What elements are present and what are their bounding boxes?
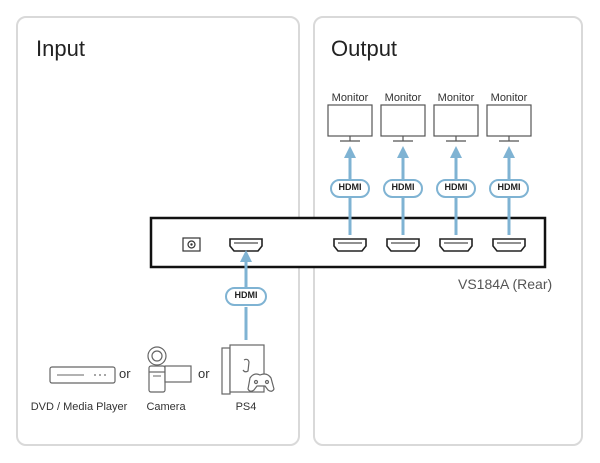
power-jack-icon: [182, 237, 201, 252]
ps4-console-icon: [221, 344, 275, 395]
input-cable-label: HDMI: [234, 290, 258, 300]
output-title: Output: [331, 36, 398, 61]
output-hdmi-cable-3: [436, 146, 476, 235]
output-cable-label-2: HDMI: [391, 182, 415, 192]
or-separator-1: or: [119, 366, 131, 381]
monitor-label-1: Monitor: [331, 92, 369, 104]
monitor-label-4: Monitor: [490, 92, 528, 104]
output-hdmi-cable-4: [489, 146, 529, 235]
input-title: Input: [36, 36, 85, 61]
monitor-label-3: Monitor: [437, 92, 475, 104]
or-separator-2: or: [198, 366, 210, 381]
source-label-ps4: PS4: [235, 401, 257, 413]
hdmi-output-port-icon-1: [333, 238, 367, 252]
monitor-icon-1: [327, 104, 373, 142]
monitor-icon-3: [433, 104, 479, 142]
output-cable-label-4: HDMI: [497, 182, 521, 192]
camera-icon: [147, 346, 192, 393]
output-hdmi-cable-1: [330, 146, 370, 235]
device-name: VS184A (Rear): [458, 276, 553, 292]
monitor-icon-2: [380, 104, 426, 142]
hdmi-input-port-icon: [229, 238, 263, 252]
hdmi-output-port-icon-3: [439, 238, 473, 252]
input-hdmi-cable: [225, 250, 267, 340]
monitor-icon-4: [486, 104, 532, 142]
monitor-label-2: Monitor: [384, 92, 422, 104]
hdmi-output-port-icon-2: [386, 238, 420, 252]
output-cable-label-3: HDMI: [444, 182, 468, 192]
source-label-dvd: DVD / Media Player: [30, 401, 128, 413]
source-label-camera: Camera: [146, 401, 186, 413]
dvd-player-icon: [49, 366, 116, 384]
output-cable-label-1: HDMI: [338, 182, 362, 192]
hdmi-output-port-icon-4: [492, 238, 526, 252]
output-hdmi-cable-2: [383, 146, 423, 235]
